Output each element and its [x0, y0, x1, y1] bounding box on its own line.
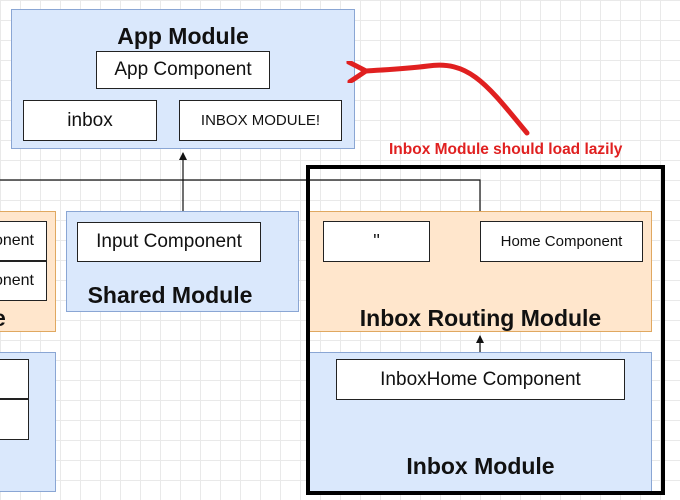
left-partial-module-title: e — [0, 305, 13, 332]
annotation-text: Inbox Module should load lazily — [389, 141, 623, 158]
input-component-box[interactable]: Input Component — [77, 222, 261, 262]
inbox-routing-module-title: Inbox Routing Module — [359, 305, 602, 331]
route-path-box[interactable]: '' — [323, 221, 430, 262]
inbox-box[interactable]: inbox — [23, 100, 157, 141]
home-component-box[interactable]: Home Component — [480, 221, 643, 262]
left-partial-component-1-label: onent — [0, 232, 34, 249]
inbox-home-component-box[interactable]: InboxHome Component — [336, 359, 625, 400]
left-partial-component-2[interactable]: onent — [0, 261, 47, 301]
app-module-title: App Module — [117, 23, 249, 49]
shared-module-title: Shared Module — [87, 282, 253, 308]
inbox-module-title: Inbox Module — [406, 453, 555, 479]
left-partial-component-1[interactable]: onent — [0, 221, 47, 261]
left-partial-blue-item-1[interactable] — [0, 359, 29, 399]
red-curved-arrow — [365, 65, 530, 136]
left-partial-blue-item-2[interactable] — [0, 399, 29, 440]
left-partial-component-2-label: onent — [0, 272, 34, 289]
lazy-load-highlight-frame — [306, 165, 665, 495]
inbox-module-placeholder-box[interactable]: INBOX MODULE! — [179, 100, 342, 141]
app-component-box[interactable]: App Component — [96, 51, 270, 89]
